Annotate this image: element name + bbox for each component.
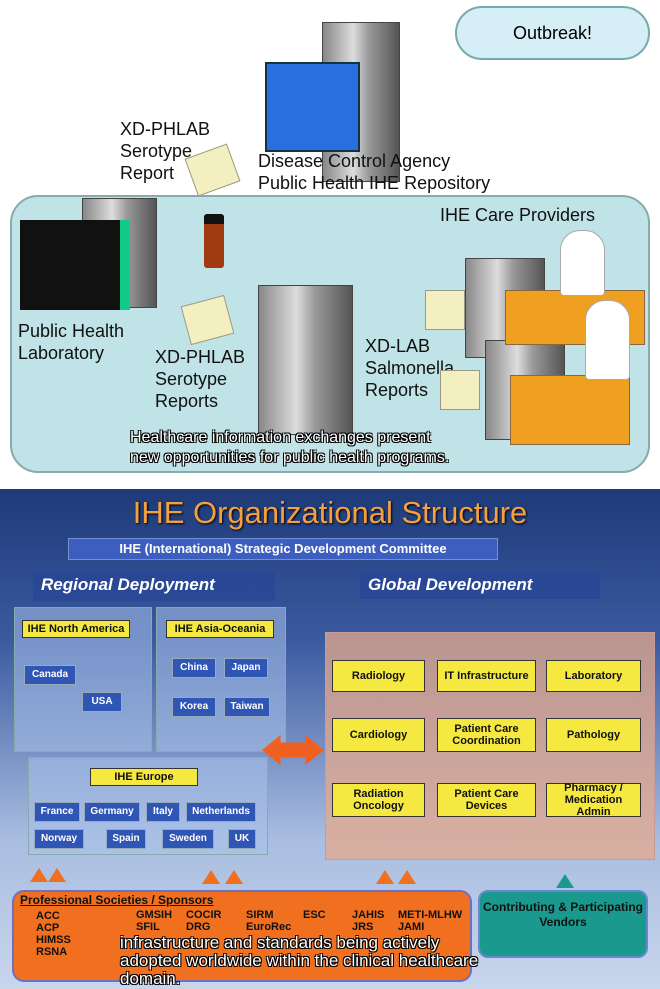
sample-vial-icon [204, 214, 224, 268]
country-taiwan: Taiwan [224, 697, 270, 717]
lab-building-icon [20, 220, 130, 310]
arrow-up-icon [30, 868, 48, 882]
country-japan: Japan [224, 658, 268, 678]
societies-title: Professional Societies / Sponsors [20, 893, 214, 907]
doctor-icon [585, 300, 630, 380]
country-spain: Spain [106, 829, 146, 849]
country-germany: Germany [84, 802, 140, 822]
arrow-up-icon [556, 874, 574, 888]
outbreak-cloud: Outbreak! [455, 6, 650, 60]
country-china: China [172, 658, 216, 678]
vendors-box: Contributing & Participating Vendors [478, 890, 648, 958]
country-norway: Norway [34, 829, 84, 849]
country-netherlands: Netherlands [186, 802, 256, 822]
building-icon [265, 62, 360, 152]
hospital-icon [510, 375, 630, 445]
ihe-asia-oceania: IHE Asia-Oceania [166, 620, 274, 638]
country-usa: USA [82, 692, 122, 712]
domain-cardiology: Cardiology [332, 718, 425, 752]
country-sweden: Sweden [162, 829, 214, 849]
domain-it-infrastructure: IT Infrastructure [437, 660, 536, 692]
country-france: France [34, 802, 80, 822]
country-korea: Korea [172, 697, 216, 717]
arrow-up-icon [202, 870, 220, 884]
global-heading: Global Development [360, 571, 600, 599]
society-esc: ESC [303, 909, 326, 921]
domain-pathology: Pathology [546, 718, 641, 752]
country-canada: Canada [24, 665, 76, 685]
arrow-up-icon [398, 870, 416, 884]
ihe-europe: IHE Europe [90, 768, 198, 786]
arrow-up-icon [48, 868, 66, 882]
arrow-up-icon [376, 870, 394, 884]
server-icon [258, 285, 353, 435]
domain-radiation-oncology: Radiation Oncology [332, 783, 425, 817]
arrow-up-icon [225, 870, 243, 884]
document-icon [440, 370, 480, 410]
care-providers-label: IHE Care Providers [440, 205, 596, 225]
domain-patient-care-coordination: Patient Care Coordination [437, 718, 536, 752]
ihe-north-america: IHE North America [22, 620, 130, 638]
country-uk: UK [228, 829, 256, 849]
doctor-icon [560, 230, 605, 296]
caption: infrastructure and standards being activ… [120, 933, 479, 988]
societies-box [12, 890, 472, 982]
domain-laboratory: Laboratory [546, 660, 641, 692]
regional-heading: Regional Deployment [33, 571, 275, 601]
country-italy: Italy [146, 802, 180, 822]
document-icon [425, 290, 465, 330]
domain-pharmacy: Pharmacy / Medication Admin [546, 782, 641, 818]
slide-title: IHE Organizational Structure [132, 495, 528, 530]
committee-bar: IHE (International) Strategic Developmen… [68, 538, 498, 560]
domain-patient-care-devices: Patient Care Devices [437, 783, 536, 817]
domain-radiology: Radiology [332, 660, 425, 692]
caption: Healthcare information exchanges present… [130, 429, 450, 466]
